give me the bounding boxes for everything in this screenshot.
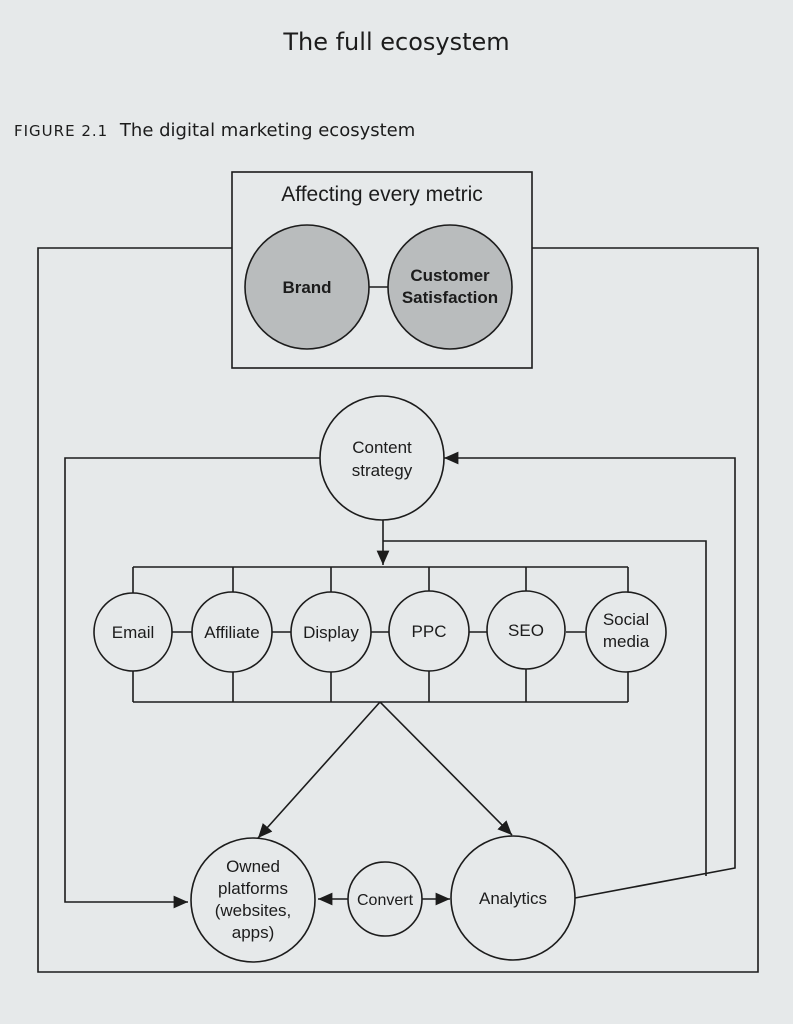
social-label-line2: media [603, 632, 650, 651]
display-circle [290, 591, 372, 673]
figure-label: FIGURE 2.1 [14, 122, 109, 140]
analytics-circle [450, 835, 576, 961]
top-box-title: Affecting every metric [281, 183, 483, 206]
owned-line2: platforms [218, 879, 288, 898]
affiliate-circle [191, 591, 273, 673]
bus-to-owned-arrow [257, 701, 381, 839]
customer-label-line1: Customer [410, 266, 490, 285]
customer-satisfaction-circle [387, 224, 513, 350]
owned-line4: apps) [232, 923, 275, 942]
convert-label: Convert [357, 892, 414, 909]
figure-caption: FIGURE 2.1 The digital marketing ecosyst… [14, 120, 415, 141]
content-to-owned-line [64, 457, 320, 909]
figure-title: The digital marketing ecosystem [119, 120, 416, 141]
email-circle [93, 592, 173, 672]
convert-circle [347, 861, 423, 937]
email-label: Email [112, 623, 155, 642]
affecting-metric-box [231, 171, 533, 369]
display-label: Display [303, 623, 359, 642]
social-media-circle [585, 591, 667, 673]
owned-line3: (websites, [215, 901, 292, 920]
brand-label: Brand [282, 278, 331, 297]
page-header: The full ecosystem [283, 28, 510, 56]
owned-platforms-circle [190, 837, 316, 963]
owned-line1: Owned [226, 857, 280, 876]
seo-circle [486, 590, 566, 670]
ppc-label: PPC [412, 622, 447, 641]
content-strategy-line2: strategy [352, 461, 413, 480]
content-right-branch [383, 540, 707, 876]
brand-circle [244, 224, 370, 350]
content-strategy-line1: Content [352, 438, 412, 457]
content-strategy-circle [319, 395, 445, 521]
ppc-circle [388, 590, 470, 672]
seo-label: SEO [508, 621, 544, 640]
bus-to-analytics-arrow [379, 701, 513, 836]
customer-label-line2: Satisfaction [402, 288, 498, 307]
outer-loop-line [37, 247, 759, 973]
social-label-line1: Social [603, 610, 649, 629]
affiliate-label: Affiliate [204, 623, 259, 642]
analytics-to-content-line [444, 451, 736, 899]
analytics-label: Analytics [479, 889, 547, 908]
